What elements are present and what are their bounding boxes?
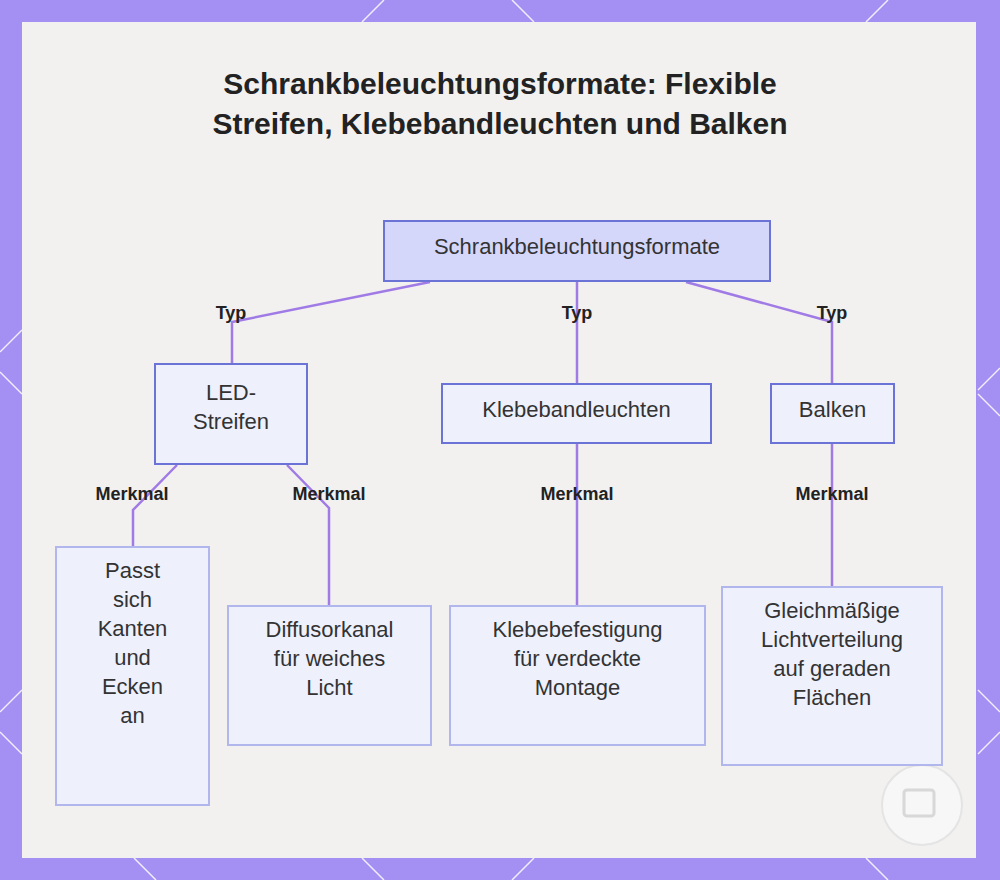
node-text: Schrankbeleuchtungsformate xyxy=(395,232,759,261)
node-text: LED-Streifen xyxy=(184,378,278,436)
feature-box: Passt sich Kanten und Ecken an xyxy=(55,546,210,806)
edge-label: Merkmal xyxy=(795,484,868,505)
connector xyxy=(577,282,578,383)
connector xyxy=(133,465,177,546)
node-text: Gleichmäßige Lichtverteilung auf geraden… xyxy=(751,596,913,712)
node-text: Klebebandleuchten xyxy=(453,395,700,424)
edge-label: Merkmal xyxy=(540,484,613,505)
edge-label: Merkmal xyxy=(95,484,168,505)
connector xyxy=(686,282,832,383)
edge-label: Typ xyxy=(216,303,247,324)
feature-box: Gleichmäßige Lichtverteilung auf geraden… xyxy=(721,586,943,766)
connector xyxy=(577,444,578,605)
node-text: Passt sich Kanten und Ecken an xyxy=(93,556,172,730)
feature-box: Diffusorkanal für weiches Licht xyxy=(227,605,432,746)
root-box: Schrankbeleuchtungsformate xyxy=(383,220,771,282)
node-text: Balken xyxy=(778,395,887,424)
edge-label: Typ xyxy=(817,303,848,324)
feature-box: Klebebefestigung für verdeckte Montage xyxy=(449,605,706,746)
connector xyxy=(832,444,833,586)
diagram-title: Schrankbeleuchtungsformate: Flexible Str… xyxy=(190,64,810,144)
connector xyxy=(232,282,430,363)
type-box: LED-Streifen xyxy=(154,363,308,465)
edge-label: Typ xyxy=(562,303,593,324)
type-box: Balken xyxy=(770,383,895,444)
node-text: Klebebefestigung für verdeckte Montage xyxy=(481,615,674,702)
node-text: Diffusorkanal für weiches Licht xyxy=(254,615,405,702)
edge-label: Merkmal xyxy=(292,484,365,505)
type-box: Klebebandleuchten xyxy=(441,383,712,444)
